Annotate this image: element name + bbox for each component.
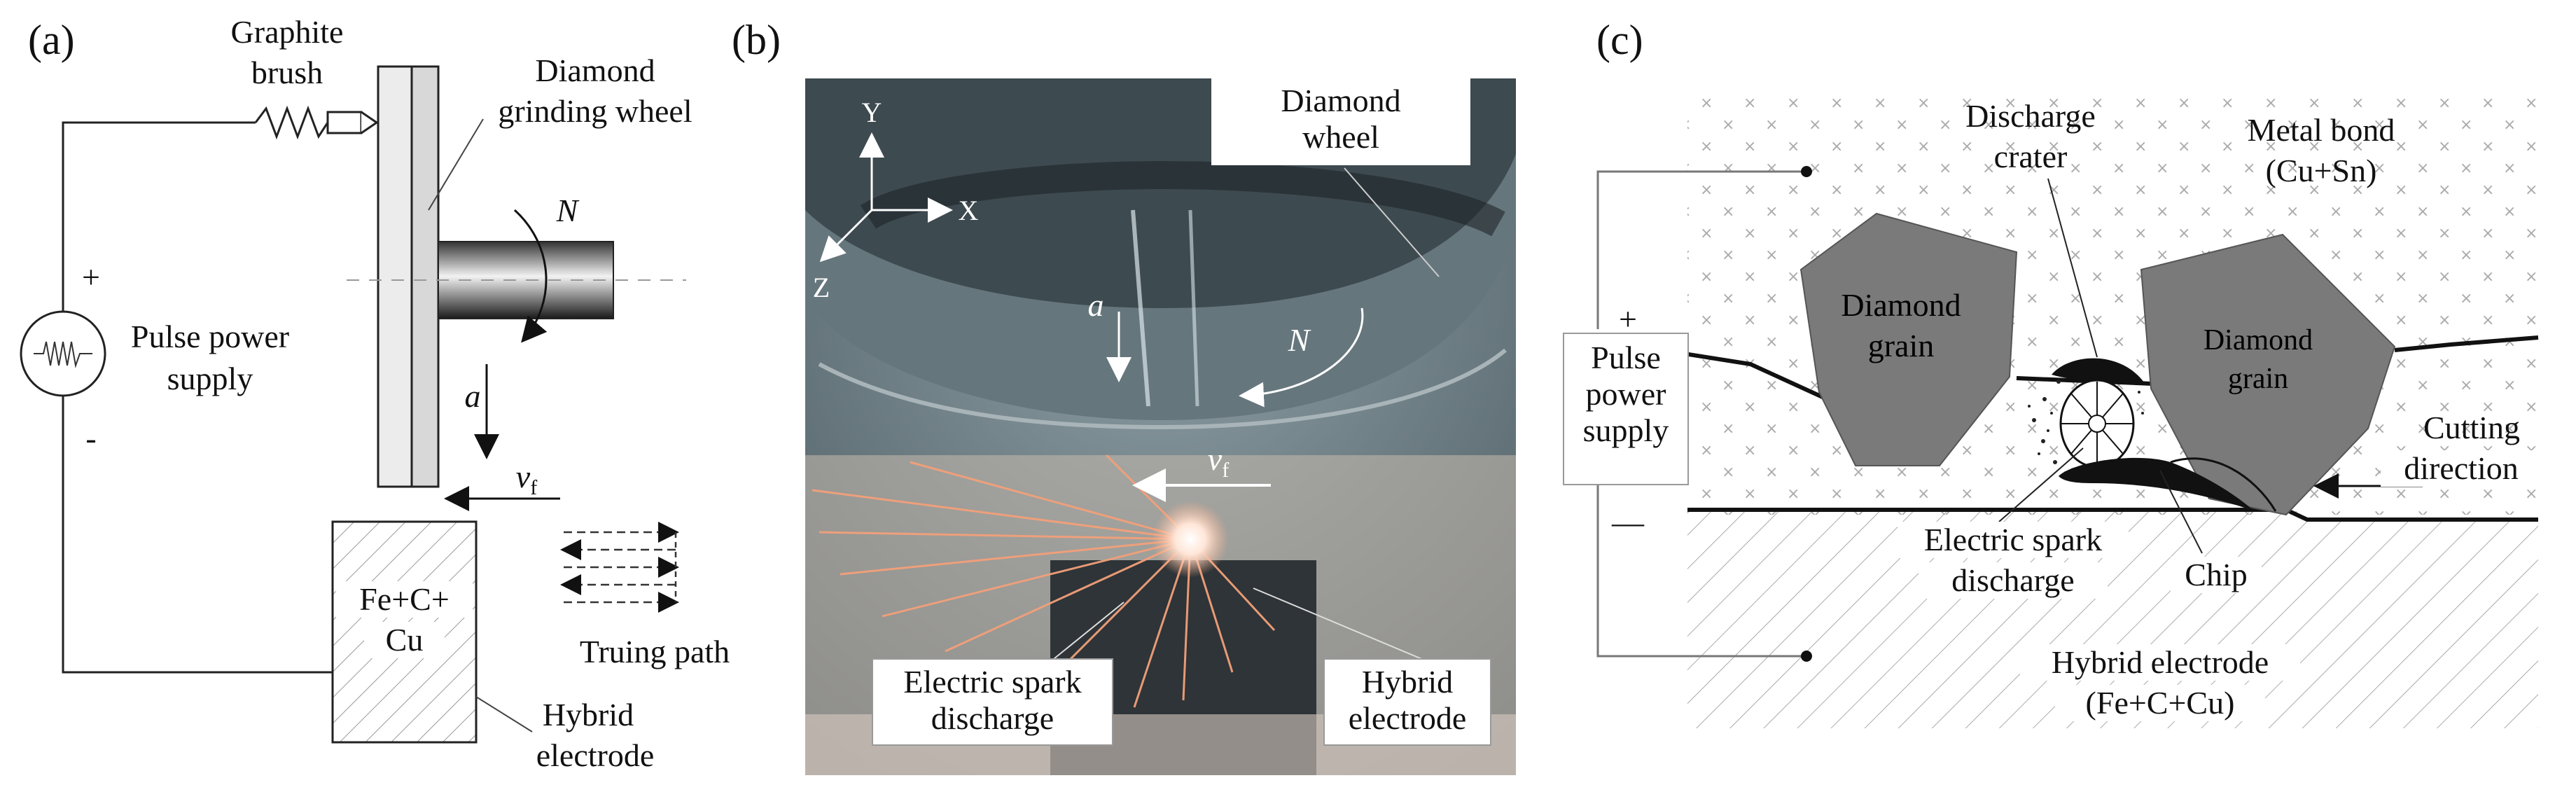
grain-left-label-1: Diamond	[1841, 287, 1961, 323]
discharge-crater-icon	[2052, 358, 2146, 385]
photo-feed-vf-letter: v	[1207, 441, 1223, 477]
metal-bond-label-2: (Cu+Sn)	[2265, 153, 2377, 188]
pc-plus-sign: +	[1619, 301, 1637, 337]
pulse-waveform	[34, 341, 92, 368]
circuit-wire-top	[1596, 170, 1806, 329]
rotation-arrow-icon	[513, 209, 548, 343]
axis-x-label: X	[958, 195, 979, 226]
diamond-grain-left	[1799, 212, 2018, 466]
pulse-power-label-2: supply	[167, 361, 253, 396]
pc-spark-label-1: Electric spark	[1898, 522, 2129, 558]
pulse-source-icon	[20, 310, 106, 397]
crater-label-2: crater	[1993, 139, 2068, 174]
grinding-wheel-label-2: grinding wheel	[498, 93, 692, 129]
pc-electrode-label-1: Hybrid electrode	[2020, 644, 2300, 681]
electrode-surface-line	[1687, 508, 2538, 522]
wire-top	[62, 121, 256, 312]
electrode-label-1: Hybrid	[542, 697, 634, 732]
grinding-wheel-outer	[377, 65, 413, 488]
photo-electrode-label-2: electrode	[1348, 700, 1467, 736]
pulse-power-label-1: Pulse power	[130, 319, 290, 354]
circuit-wire-bottom	[1596, 483, 1806, 658]
diamond-wheel-label-2: wheel	[1302, 119, 1379, 155]
panel-c	[1596, 95, 2539, 728]
minus-sign: -	[85, 420, 97, 456]
photo-rotation-label: N	[1288, 322, 1310, 358]
electrode-material-label-1: Fe+C+	[336, 581, 473, 618]
graphite-brush-label-2: brush	[251, 55, 323, 90]
axis-y-label: Y	[861, 97, 882, 128]
plus-sign: +	[82, 259, 100, 295]
cutting-direction-label-1: Cutting	[2423, 410, 2521, 445]
graphite-brush-spring-icon	[254, 105, 329, 140]
photo-feed-vf-sub: f	[1222, 459, 1230, 482]
metal-bond-label-1: Metal bond	[2247, 112, 2395, 148]
electrode-region	[1687, 510, 2538, 728]
spark-label-1: Electric spark	[903, 664, 1082, 700]
axes-icon	[819, 132, 953, 263]
truing-path-icon	[560, 522, 679, 613]
electrode-material-label-2: Cu	[364, 622, 445, 658]
feed-vf-letter: v	[515, 459, 531, 494]
photo-feed-vf-label: vf	[1190, 441, 1246, 489]
pc-power-label-3: supply	[1582, 412, 1669, 448]
graphite-brush-label-1: Graphite	[230, 14, 344, 50]
diamond-wheel-label-1: Diamond	[1281, 83, 1401, 118]
cutting-direction-label-2: direction	[2381, 450, 2542, 487]
pc-power-label-1: Pulse	[1591, 340, 1661, 375]
panel-a-tag: (a)	[28, 17, 75, 63]
feed-vf-sub: f	[530, 476, 538, 500]
panel-c-tag: (c)	[1596, 17, 1643, 63]
crater-label-1: Discharge	[1965, 98, 2096, 134]
photo-rotation-arrow-icon	[1239, 307, 1364, 408]
grain-left-label-2: grain	[1867, 328, 1935, 363]
axis-z-label: Z	[812, 272, 830, 303]
chip-label: Chip	[2171, 557, 2262, 593]
photo-feed-a-label: a	[1087, 287, 1104, 323]
truing-path-label: Truing path	[579, 634, 730, 669]
chip-icon	[2059, 457, 2255, 511]
graphite-brush-icon	[326, 111, 363, 134]
wire-bottom	[62, 396, 333, 674]
diamond-grain-right	[2140, 233, 2396, 516]
panel-b-tag: (b)	[732, 17, 781, 63]
photo-electrode-callout: Hybrid electrode	[1323, 658, 1491, 746]
pc-spark-label-2: discharge	[1919, 562, 2108, 599]
pc-power-label-2: power	[1585, 376, 1666, 412]
grain-right-label-1: Diamond	[2203, 324, 2313, 356]
spark-label-2: discharge	[931, 700, 1054, 736]
spark-callout: Electric spark discharge	[872, 658, 1113, 746]
grinding-wheel-rim	[410, 65, 440, 488]
grain-right-label-2: grain	[2227, 363, 2289, 395]
spark-core	[1152, 501, 1229, 578]
pc-minus-sign: —	[1612, 504, 1644, 540]
pc-electrode-label-2: (Fe+C+Cu)	[2055, 685, 2265, 721]
rotation-label: N	[556, 193, 578, 228]
feed-a-label: a	[464, 378, 481, 414]
grinding-wheel-label-1: Diamond	[535, 53, 655, 88]
pulse-power-box: Pulse power supply	[1563, 333, 1689, 485]
feed-vf-label: vf	[499, 459, 555, 506]
electrode-label-2: electrode	[536, 737, 655, 773]
diamond-wheel-callout: Diamond wheel	[1211, 78, 1470, 165]
photo-electrode-label-1: Hybrid	[1361, 664, 1454, 700]
